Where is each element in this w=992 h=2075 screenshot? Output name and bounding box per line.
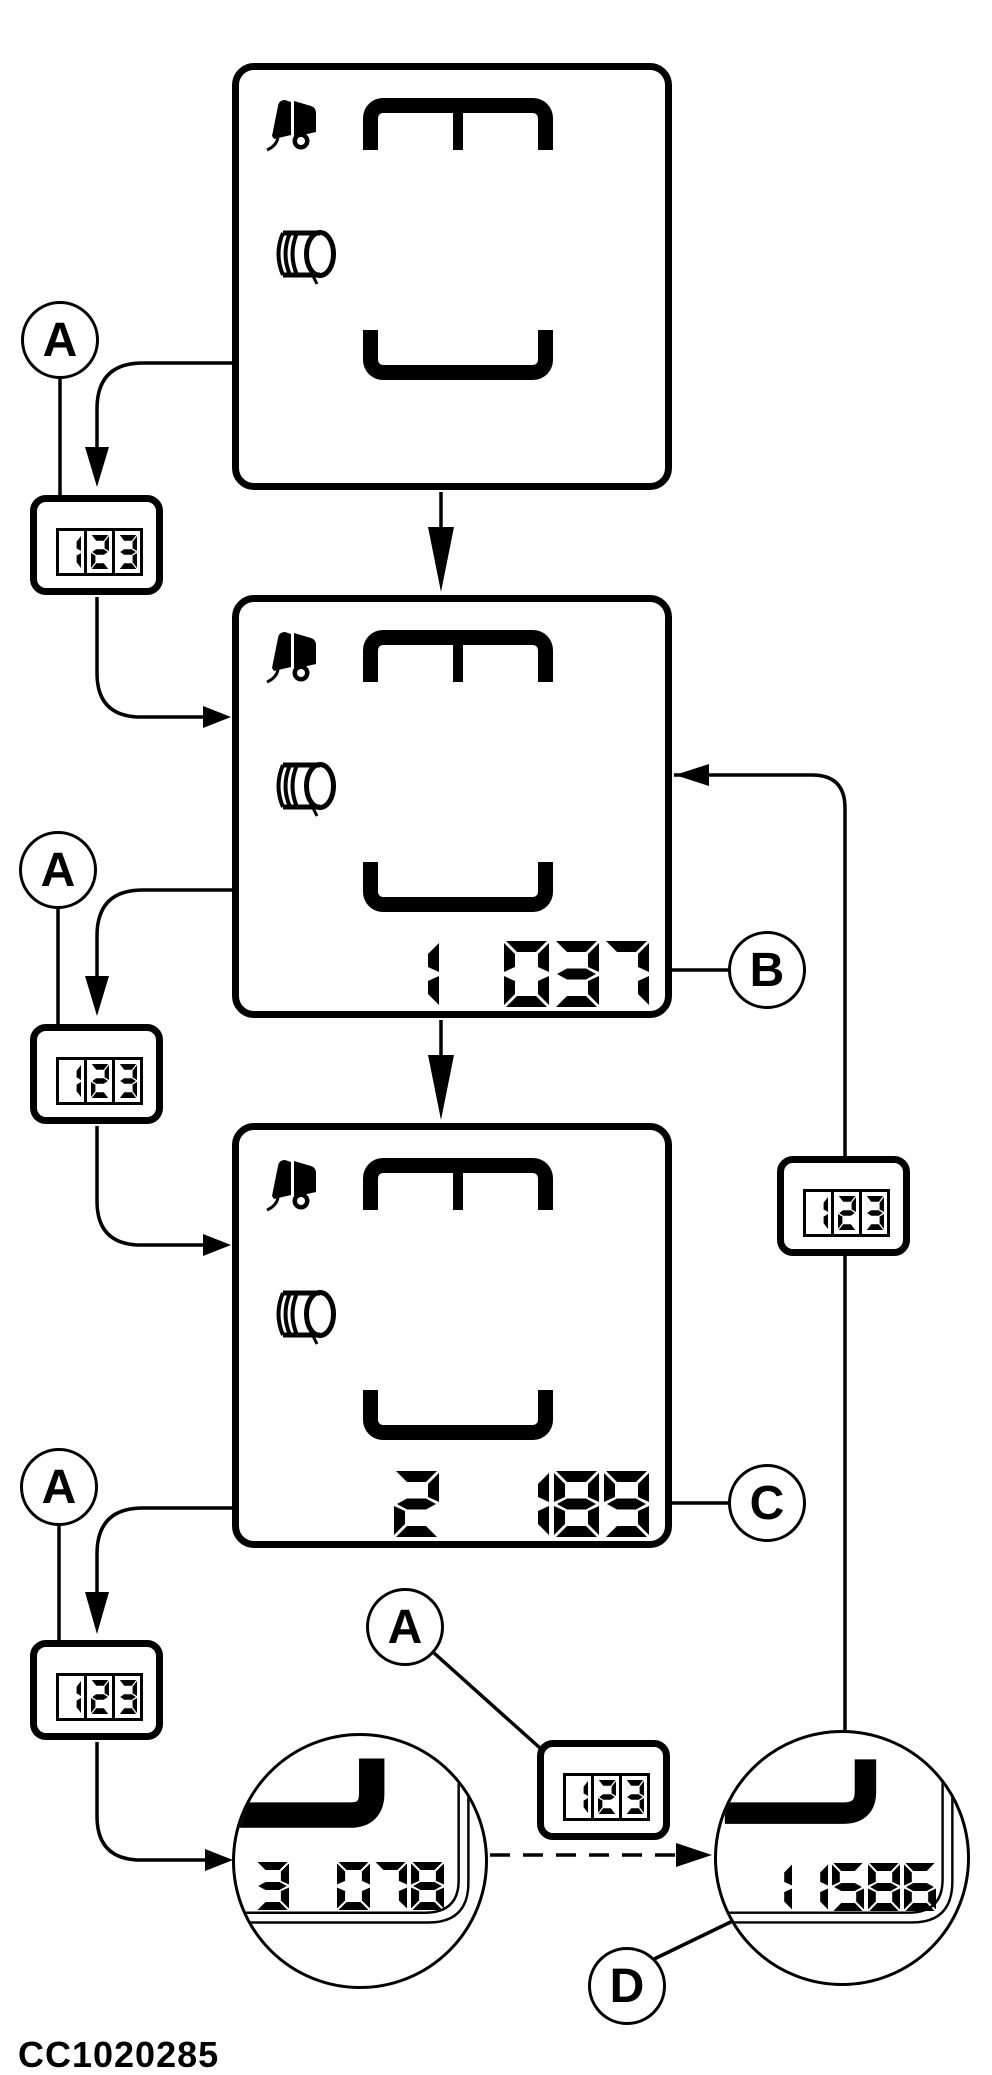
callout-c: C <box>728 1464 806 1542</box>
round-bale-icon <box>276 1290 336 1345</box>
magnifier-left <box>232 1733 488 1989</box>
callout-letter: A <box>387 1600 423 1654</box>
display-frame-bottom-bracket <box>363 1390 553 1440</box>
keypad-display <box>56 528 143 576</box>
keypad-digit-cell <box>56 528 87 576</box>
keypad-digit-cell <box>112 1057 143 1105</box>
callout-b: B <box>728 931 806 1009</box>
display-screen-3 <box>232 1123 672 1548</box>
display-frame-top-bracket <box>363 98 553 150</box>
callout-d: D <box>588 1947 666 2025</box>
callout-letter: A <box>40 843 76 897</box>
callout-letter: B <box>749 943 785 997</box>
display-screen-1 <box>232 63 672 490</box>
line-callout-d <box>649 1915 742 1963</box>
magnifier-right <box>714 1730 970 1986</box>
line-a4-to-keypad4 <box>432 1651 542 1750</box>
keypad-digit-cell <box>56 1673 87 1721</box>
arrow-right-screen3 <box>203 1234 231 1256</box>
arrow-right-mag-left <box>205 1849 233 1871</box>
keypad-digit-cell <box>112 528 143 576</box>
callout-a-1: A <box>21 301 99 379</box>
line-keypad3-to-mag-left <box>95 1742 205 1862</box>
display-screen-2 <box>232 595 672 1018</box>
line-screen3-to-keypad3 <box>95 1506 232 1594</box>
display-frame-top-bracket <box>363 1158 553 1210</box>
keypad-button-5 <box>777 1156 910 1256</box>
keypad-display <box>563 1773 650 1821</box>
display-frame-top-bracket <box>363 630 553 682</box>
keypad-digit-cell <box>619 1773 650 1821</box>
line-keypad5-to-screen2 <box>674 773 847 1156</box>
counter-value <box>394 1471 649 1537</box>
arrow-right-mag-right <box>676 1843 712 1867</box>
keypad-digit-cell <box>112 1673 143 1721</box>
callout-a-3: A <box>20 1448 98 1526</box>
arrow-down-screen3 <box>428 1055 454 1120</box>
keypad-button-2 <box>30 1024 163 1124</box>
line-keypad1-to-screen2 <box>95 597 203 719</box>
keypad-digit-cell <box>56 1057 87 1105</box>
arrow-right-screen2 <box>203 706 231 728</box>
line-keypad2-to-screen3 <box>95 1126 203 1247</box>
keypad-digit-cell <box>563 1773 594 1821</box>
line-screen2-to-keypad2 <box>95 888 232 978</box>
keypad-button-3 <box>30 1640 163 1740</box>
keypad-display <box>56 1057 143 1105</box>
arrow-down-keypad1 <box>85 447 109 487</box>
callout-letter: A <box>42 313 78 367</box>
keypad-display <box>803 1189 890 1237</box>
round-bale-icon <box>276 762 336 817</box>
display-frame-bottom-bracket <box>363 330 553 380</box>
arrow-down-keypad2 <box>85 976 109 1016</box>
keypad-digit-cell <box>84 1673 115 1721</box>
callout-letter: A <box>41 1460 77 1514</box>
arrow-down-screen2 <box>428 527 454 592</box>
keypad-digit-cell <box>84 1057 115 1105</box>
baler-icon <box>266 632 316 684</box>
keypad-button-4 <box>537 1740 670 1840</box>
callout-letter: D <box>609 1959 645 2013</box>
callout-a-2: A <box>19 831 97 909</box>
baler-icon <box>266 1160 316 1212</box>
arrow-down-keypad3 <box>85 1592 109 1634</box>
keypad-digit-cell <box>831 1189 862 1237</box>
keypad-digit-cell <box>859 1189 890 1237</box>
figure-code: CC1020285 <box>18 2034 220 2075</box>
line-screen1-to-keypad1 <box>95 361 232 449</box>
magnified-display-corner <box>235 1737 470 1924</box>
counter-value <box>394 941 649 1007</box>
keypad-display <box>56 1673 143 1721</box>
keypad-button-1 <box>30 495 163 595</box>
display-frame-bottom-bracket <box>363 862 553 912</box>
baler-icon <box>266 100 316 152</box>
counter-value <box>648 413 649 479</box>
keypad-digit-cell <box>591 1773 622 1821</box>
callout-letter: C <box>749 1476 785 1530</box>
magnified-display-corner <box>724 1738 954 1924</box>
round-bale-icon <box>276 230 336 285</box>
keypad-digit-cell <box>803 1189 834 1237</box>
keypad-digit-cell <box>84 528 115 576</box>
arrow-left-into-screen2 <box>675 764 709 786</box>
callout-a-4: A <box>366 1588 444 1666</box>
